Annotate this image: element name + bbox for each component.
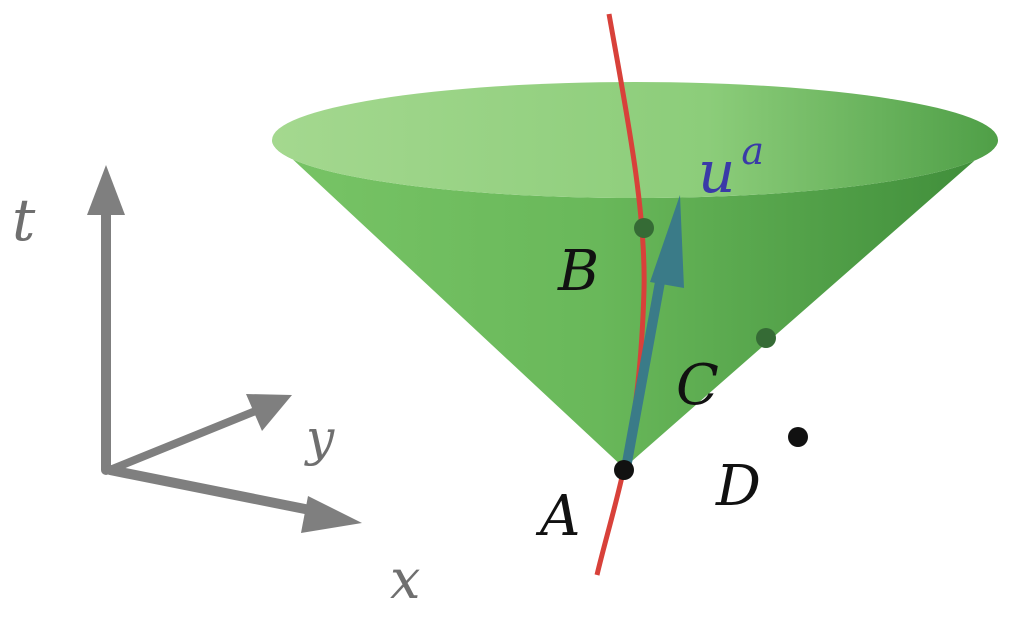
vector-arrowhead bbox=[650, 195, 684, 288]
point-a-label: A bbox=[535, 484, 580, 549]
x-axis-arrowhead bbox=[301, 496, 362, 533]
t-axis-label: t bbox=[12, 186, 36, 254]
point-d-label: D bbox=[715, 454, 761, 519]
vector-label-superscript: a bbox=[741, 129, 764, 173]
vector-label-base: u bbox=[698, 138, 735, 206]
point-c-label: C bbox=[676, 353, 719, 418]
vector-shaft bbox=[621, 255, 669, 473]
point-c-marker bbox=[756, 328, 776, 348]
y-axis-arrowhead bbox=[246, 394, 292, 431]
event-points: B C A D bbox=[535, 218, 808, 549]
x-axis-label: x bbox=[390, 548, 420, 611]
worldline-curve bbox=[594, 13, 647, 576]
cone-top-ellipse bbox=[272, 82, 998, 198]
point-d-marker bbox=[788, 427, 808, 447]
point-b-marker bbox=[634, 218, 654, 238]
t-axis-arrowhead bbox=[87, 165, 125, 215]
cone-surface bbox=[272, 140, 998, 468]
coordinate-axes: t y x bbox=[12, 165, 420, 611]
x-axis bbox=[105, 465, 325, 517]
point-b-label: B bbox=[557, 239, 599, 304]
light-cone bbox=[272, 82, 998, 468]
y-axis-label: y bbox=[304, 409, 335, 467]
point-a-marker bbox=[614, 460, 634, 480]
y-axis bbox=[106, 406, 262, 474]
